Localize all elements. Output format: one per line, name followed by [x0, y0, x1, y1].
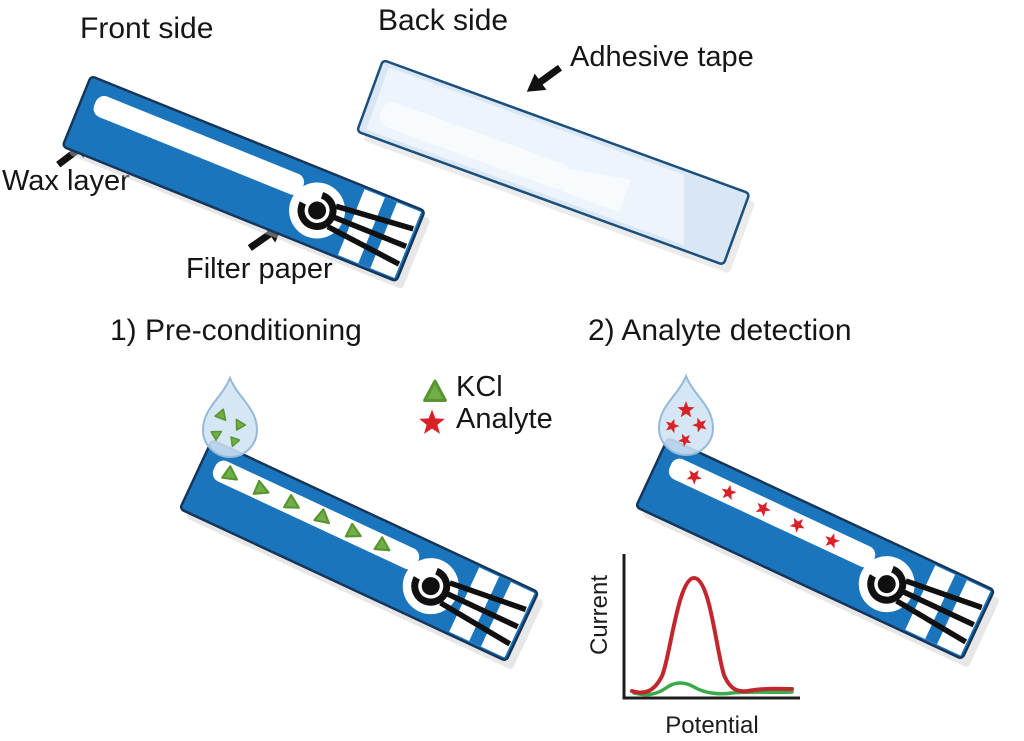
channel-ghost: [379, 102, 571, 190]
kcl-triangle-icon: [423, 379, 447, 402]
analyte-star-icon: [419, 409, 445, 434]
back-strip-illustration: [356, 59, 755, 273]
reference-electrode-ring: [867, 564, 907, 604]
step2-heading: 2) Analyte detection: [588, 314, 852, 347]
paper-channel: [668, 458, 876, 568]
analyte-legend-label: Analyte: [456, 403, 553, 435]
electrode-leads: [895, 578, 983, 645]
filter-paper-label: Filter paper: [186, 253, 333, 285]
working-electrode-dot: [877, 575, 896, 594]
analyte-droplet-icon: [657, 373, 715, 456]
electrode-leads: [326, 203, 414, 267]
adhesive-tape-arrow-icon: [526, 64, 563, 92]
detection-strip-illustration: [635, 373, 999, 667]
kcl-legend-label: KCl: [456, 371, 503, 403]
front-strip-illustration: [62, 75, 430, 289]
front-side-label: Front side: [80, 12, 214, 45]
electrode-leads: [439, 580, 527, 647]
back-side-label: Back side: [378, 4, 509, 37]
step1-heading: 1) Pre-conditioning: [110, 314, 362, 347]
potential-axis-label: Potential: [665, 712, 759, 739]
preconditioning-strip-illustration: [179, 375, 543, 669]
voltammogram-chart: [622, 554, 800, 700]
reference-electrode-ring: [411, 566, 451, 606]
adhesive-tape-label: Adhesive tape: [570, 41, 754, 73]
kcl-droplet-icon: [201, 375, 259, 458]
paper-channel: [93, 96, 305, 195]
analyte-peak-curve-red: [630, 575, 794, 695]
working-electrode-dot: [421, 577, 440, 596]
wax-layer-label: Wax layer: [2, 165, 130, 197]
funnel-ghost: [562, 168, 631, 212]
working-electrode-dot: [308, 201, 327, 220]
chart-axes: [622, 554, 800, 700]
current-axis-label: Current: [586, 574, 613, 656]
